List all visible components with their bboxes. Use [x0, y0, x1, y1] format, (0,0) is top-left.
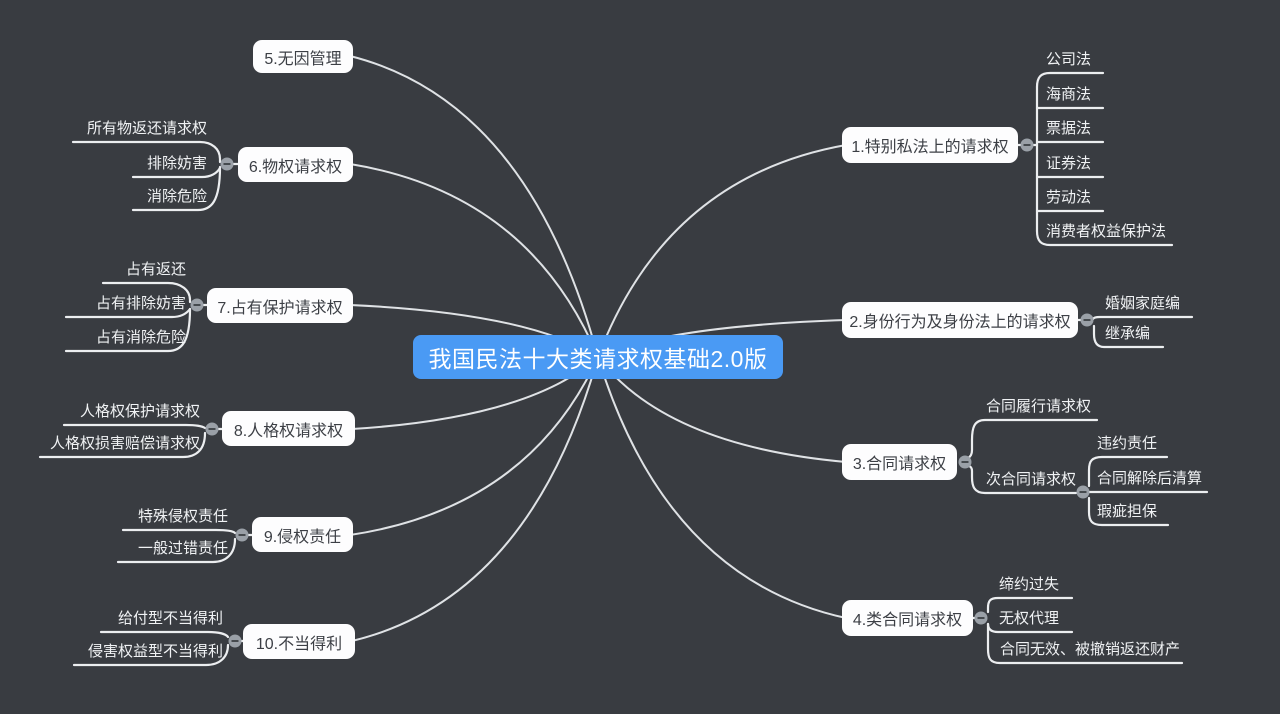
subtopic[interactable]: 海商法 — [1046, 86, 1092, 103]
collapse-button[interactable] — [220, 157, 234, 171]
child-connector — [131, 165, 222, 212]
child-connector — [1087, 455, 1169, 488]
child-connector — [62, 423, 207, 430]
subtopic[interactable]: 合同无效、被撤销返还财产 — [1000, 641, 1181, 658]
branch-curve-9 — [349, 356, 599, 536]
subtopic[interactable]: 瑕疵担保 — [1097, 503, 1158, 520]
branch-curve-4 — [597, 356, 847, 619]
main-topic-8[interactable]: 8.人格权请求权 — [222, 411, 355, 446]
subtopic[interactable]: 违约责任 — [1097, 435, 1158, 452]
collapse-button[interactable] — [228, 634, 242, 648]
child-connector — [121, 528, 237, 535]
subtopic[interactable]: 排除妨害 — [146, 155, 207, 172]
child-connector — [71, 140, 222, 164]
child-connector — [72, 643, 230, 667]
subtopic[interactable]: 占有消除危险 — [95, 329, 186, 346]
subtopic[interactable]: 继承编 — [1105, 325, 1151, 342]
subtopic[interactable]: 所有物返还请求权 — [86, 120, 207, 137]
collapse-button[interactable] — [1080, 313, 1094, 327]
collapse-button[interactable] — [958, 455, 972, 469]
collapse-buttons — [190, 138, 1094, 648]
child-connector — [1035, 71, 1105, 89]
child-connector — [1092, 324, 1165, 349]
collapse-button[interactable] — [1076, 485, 1090, 499]
subtopic[interactable]: 证券法 — [1046, 155, 1092, 172]
main-topic-6[interactable]: 6.物权请求权 — [238, 147, 353, 182]
subtopic[interactable]: 消除危险 — [146, 188, 207, 205]
subtopic[interactable]: 缔约过失 — [999, 576, 1060, 593]
child-connector — [38, 431, 207, 459]
subtopic[interactable]: 合同解除后清算 — [1097, 470, 1203, 487]
branch-curve-6 — [349, 163, 599, 358]
branch-curve-1 — [597, 144, 847, 358]
child-connector — [986, 622, 1184, 665]
main-topic-10[interactable]: 10.不当得利 — [243, 624, 355, 659]
subtopic[interactable]: 给付型不当得利 — [117, 610, 223, 627]
collapse-button[interactable] — [205, 422, 219, 436]
subtopic[interactable]: 侵害权益型不当得利 — [87, 643, 223, 660]
child-connector — [966, 418, 1099, 460]
child-connector — [1035, 229, 1174, 247]
collapse-button[interactable] — [974, 611, 988, 625]
main-topic-1[interactable]: 1.特别私法上的请求权 — [842, 127, 1018, 163]
subtopic[interactable]: 劳动法 — [1046, 189, 1092, 206]
subtopic[interactable]: 消费者权益保护法 — [1046, 223, 1167, 240]
child-connector — [986, 596, 1074, 614]
main-topic-7[interactable]: 7.占有保护请求权 — [207, 288, 353, 323]
subtopic[interactable]: 票据法 — [1046, 120, 1092, 137]
child-connector — [101, 281, 192, 304]
subtopic[interactable]: 占有返还 — [125, 261, 186, 278]
subtopic[interactable]: 无权代理 — [999, 610, 1060, 627]
branch-curve-10 — [351, 356, 599, 642]
subtopic[interactable]: 一般过错责任 — [137, 540, 228, 557]
child-connector — [967, 464, 1078, 495]
central-topic[interactable]: 我国民法十大类请求权基础2.0版 — [413, 335, 783, 379]
subtopic[interactable]: 次合同请求权 — [986, 471, 1077, 488]
subtopic[interactable]: 占有排除妨害 — [95, 295, 186, 312]
collapse-button[interactable] — [1020, 138, 1034, 152]
main-topic-3[interactable]: 3.合同请求权 — [842, 444, 957, 480]
branch-curve-5 — [349, 55, 599, 358]
child-connector — [116, 537, 237, 564]
subtopic[interactable]: 人格权保护请求权 — [79, 403, 200, 420]
child-connector — [1087, 496, 1170, 527]
main-topic-9[interactable]: 9.侵权责任 — [252, 517, 353, 552]
main-topic-4[interactable]: 4.类合同请求权 — [842, 600, 973, 636]
subtopic[interactable]: 公司法 — [1046, 51, 1092, 68]
child-connector — [99, 630, 230, 639]
child-connector — [64, 307, 192, 353]
subtopic[interactable]: 特殊侵权责任 — [137, 508, 228, 525]
collapse-button[interactable] — [235, 528, 249, 542]
subtopic[interactable]: 婚姻家庭编 — [1105, 295, 1181, 312]
main-topic-5[interactable]: 5.无因管理 — [253, 40, 353, 73]
subtopic[interactable]: 人格权损害赔偿请求权 — [49, 435, 200, 452]
subtopic[interactable]: 合同履行请求权 — [986, 398, 1092, 415]
collapse-button[interactable] — [190, 298, 204, 312]
main-topic-2[interactable]: 2.身份行为及身份法上的请求权 — [842, 302, 1078, 338]
child-connector — [1091, 315, 1194, 321]
